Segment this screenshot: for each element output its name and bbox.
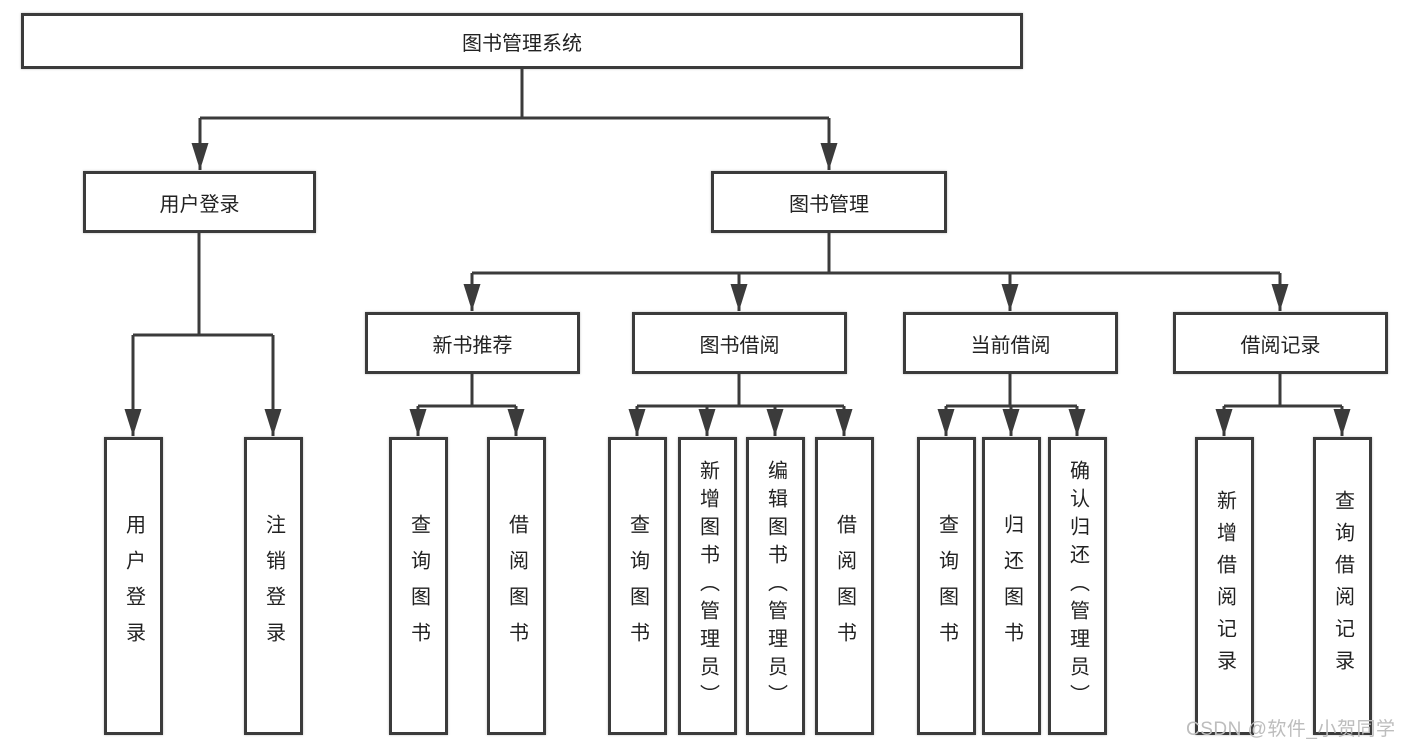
node-book-borrowing: 图书借阅 — [632, 312, 847, 374]
node-book-management: 图书管理 — [711, 171, 947, 233]
leaf-return-books: 归还图书 — [982, 437, 1041, 735]
leaf-confirm-return-admin: 确认归还（管理员） — [1048, 437, 1107, 735]
leaf-logout-login: 注销登录 — [244, 437, 303, 735]
leaf-query-books-recommend: 查询图书 — [389, 437, 448, 735]
leaf-borrow-books-recommend: 借阅图书 — [487, 437, 546, 735]
node-current-borrowing: 当前借阅 — [903, 312, 1118, 374]
leaf-query-books-current: 查询图书 — [917, 437, 976, 735]
leaf-query-borrow-record: 查询借阅记录 — [1313, 437, 1372, 735]
node-root: 图书管理系统 — [21, 13, 1023, 69]
leaf-edit-books-admin: 编辑图书（管理员） — [746, 437, 805, 735]
csdn-watermark: CSDN @软件_小贺同学 — [1186, 719, 1396, 740]
node-borrowing-records: 借阅记录 — [1173, 312, 1388, 374]
node-new-book-recommendation: 新书推荐 — [365, 312, 580, 374]
leaf-query-books-borrow: 查询图书 — [608, 437, 667, 735]
node-user-login: 用户登录 — [83, 171, 316, 233]
leaf-add-books-admin: 新增图书（管理员） — [678, 437, 737, 735]
leaf-user-login: 用户登录 — [104, 437, 163, 735]
leaf-borrow-books-borrow: 借阅图书 — [815, 437, 874, 735]
leaf-add-borrow-record: 新增借阅记录 — [1195, 437, 1254, 735]
